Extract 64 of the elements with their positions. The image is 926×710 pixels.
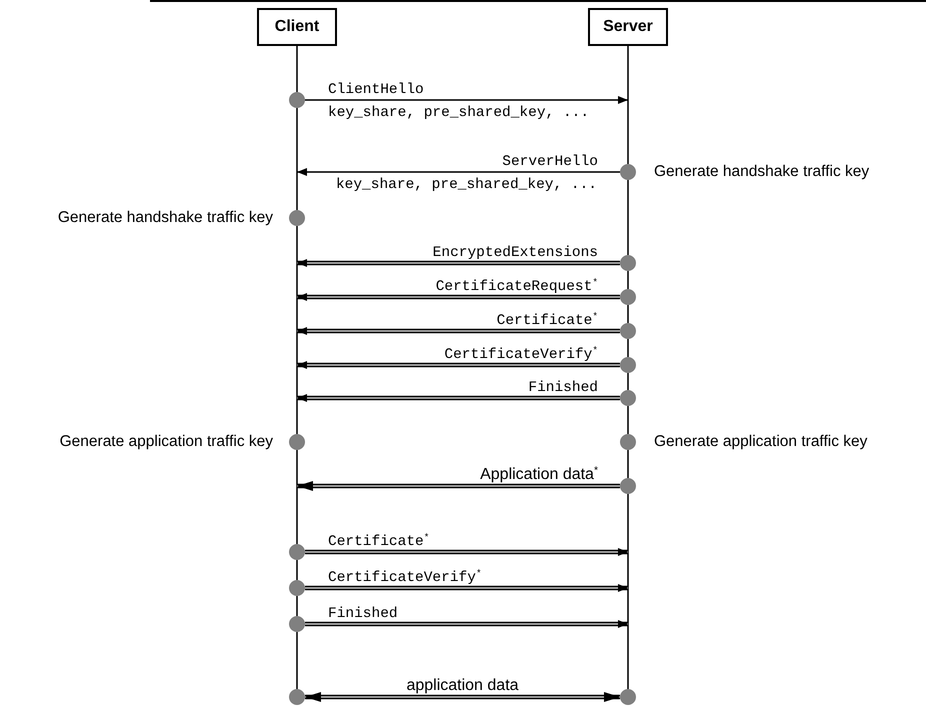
event-dot [620, 255, 636, 271]
event-dot [289, 580, 305, 596]
message-label: Finished [528, 381, 598, 396]
event-note: Generate handshake traffic key [654, 163, 870, 181]
arrow [305, 548, 628, 556]
lifeline [627, 494, 629, 689]
arrow [297, 293, 620, 301]
event-dot [620, 689, 636, 705]
arrow [305, 692, 620, 702]
message-label: CertificateVerify$^{*}$ [328, 571, 482, 586]
arrow [305, 620, 628, 628]
message-label: Finished [328, 607, 398, 622]
lifeline [296, 632, 298, 689]
event-dot [620, 434, 636, 450]
participant-box: Server [588, 8, 668, 46]
lifeline [627, 180, 629, 255]
lifeline [296, 226, 298, 434]
message-parameters: key_share, pre_shared_key, ... [328, 106, 590, 120]
message-label: ClientHello [328, 83, 424, 98]
message-label: EncryptedExtensions [432, 246, 598, 260]
event-dot [620, 289, 636, 305]
arrow [305, 584, 628, 592]
event-dot [620, 390, 636, 406]
message-label: Application data$^{*}$ [480, 467, 598, 483]
arrow [297, 481, 620, 491]
lifeline [627, 406, 629, 434]
lifeline [627, 373, 629, 390]
event-dot [289, 689, 305, 705]
message-label: CertificateRequest$^{*}$ [436, 280, 598, 294]
participant-box: Client [257, 8, 337, 46]
event-dot [289, 92, 305, 108]
event-note: Generate handshake traffic key [58, 209, 273, 227]
event-note: Generate application traffic key [60, 433, 273, 451]
message-label: Certificate$^{*}$ [496, 314, 598, 328]
lifeline [296, 596, 298, 616]
arrow [297, 327, 620, 335]
lifeline [296, 46, 298, 92]
event-dot [289, 434, 305, 450]
event-note: Generate application traffic key [654, 433, 868, 451]
arrow [297, 361, 620, 369]
lifeline [296, 450, 298, 544]
event-dot [289, 544, 305, 560]
lifeline [627, 46, 629, 164]
event-dot [620, 357, 636, 373]
lifeline [296, 108, 298, 210]
event-dot [289, 210, 305, 226]
arrow [297, 259, 620, 267]
lifeline [627, 450, 629, 478]
arrow [297, 168, 620, 176]
message-label: application data [406, 678, 519, 694]
message-label: Certificate$^{*}$ [328, 535, 430, 550]
event-dot [620, 323, 636, 339]
arrow [305, 96, 628, 104]
message-label: ServerHello [502, 155, 598, 170]
lifeline [627, 271, 629, 289]
event-dot [289, 616, 305, 632]
lifeline [627, 339, 629, 357]
message-label: CertificateVerify$^{*}$ [444, 348, 598, 362]
lifeline [296, 560, 298, 580]
arrow [297, 394, 620, 402]
lifeline [627, 305, 629, 323]
message-parameters: key_share, pre_shared_key, ... [336, 178, 597, 192]
event-dot [620, 164, 636, 180]
event-dot [620, 478, 636, 494]
